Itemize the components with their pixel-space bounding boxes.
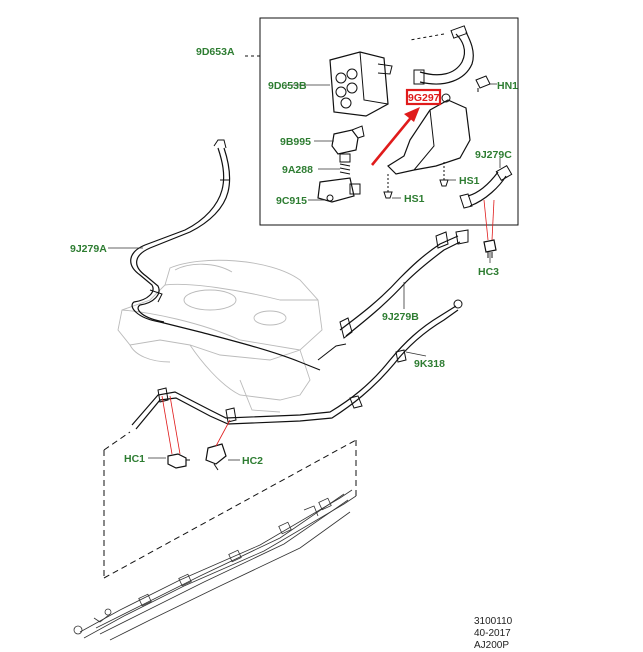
valve-9c915 [317, 177, 361, 203]
clip-hc1 [161, 395, 190, 469]
clip-hn1 [475, 75, 491, 92]
fuel-tank [117, 259, 323, 413]
label-hn1: HN1 [497, 80, 518, 92]
label-9c915: 9C915 [276, 195, 307, 207]
label-9j279c: 9J279C [475, 149, 512, 161]
screw-hs1-b [439, 162, 449, 187]
screw-hs1-a [383, 174, 393, 199]
pipe-9j279b [317, 229, 469, 361]
label-9j279b: 9J279B [382, 311, 419, 323]
pipe-9j279a [130, 139, 321, 371]
reference-line-1: 3100110 [474, 616, 513, 627]
label-hc1: HC1 [124, 453, 145, 465]
label-9k318: 9K318 [414, 358, 445, 370]
clip-hc3 [483, 199, 497, 258]
lower-pipe-bundle [73, 489, 357, 641]
label-9d653b: 9D653B [268, 80, 307, 92]
detail-box [259, 17, 519, 226]
reference-line-2: 40-2017 [474, 628, 511, 639]
label-9a288: 9A288 [282, 164, 313, 176]
purge-valve [331, 125, 365, 163]
vent-hose [413, 25, 474, 85]
carbon-canister [329, 51, 393, 117]
lower-detail-frame [103, 431, 357, 579]
label-9g297: 9G297 [408, 92, 440, 104]
label-hs1-b: HS1 [459, 175, 480, 187]
hose-9j279c [459, 164, 513, 209]
spring-9a288 [339, 163, 351, 175]
highlight-box-9g297 [405, 88, 442, 106]
clip-hc2 [205, 419, 231, 471]
label-hs1-a: HS1 [404, 193, 425, 205]
highlight-arrow [370, 107, 420, 166]
label-9b995: 9B995 [280, 136, 311, 148]
label-9d653a: 9D653A [196, 46, 235, 58]
bracket-9g297 [387, 93, 471, 175]
label-9j279a: 9J279A [70, 243, 107, 255]
reference-line-3: AJ200P [474, 640, 509, 651]
pipe-9k318 [131, 299, 463, 430]
label-hc3: HC3 [478, 266, 499, 278]
label-hc2: HC2 [242, 455, 263, 467]
